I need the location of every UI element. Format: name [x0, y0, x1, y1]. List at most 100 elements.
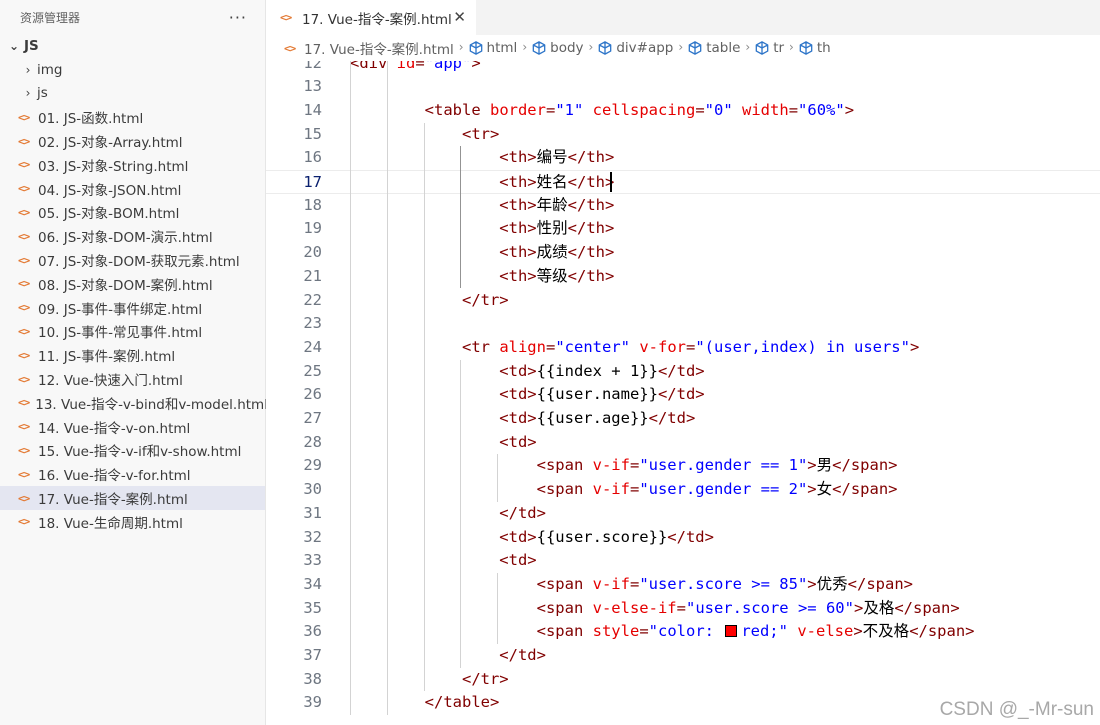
code-text: <span v-else-if="user.score >= 60">及格</s… [350, 597, 960, 621]
breadcrumb-th[interactable]: th [799, 40, 831, 56]
code-line: 32 <td>{{user.score}}</td> [266, 526, 1100, 550]
code-text: <th>等级</th> [350, 265, 614, 289]
code-token: {{user.name}} [536, 385, 658, 404]
file-item[interactable]: <>06. JS-对象-DOM-演示.html [0, 224, 265, 248]
file-item[interactable]: <>02. JS-对象-Array.html [0, 129, 265, 153]
line-number: 13 [303, 77, 322, 96]
code-token: 等级 [536, 266, 568, 285]
breadcrumb-table[interactable]: table [688, 40, 740, 56]
line-number: 34 [303, 574, 322, 593]
code-line: 16 <th>编号</th> [266, 146, 1100, 170]
file-label: 09. JS-事件-事件绑定.html [38, 301, 203, 318]
file-item[interactable]: <>09. JS-事件-事件绑定.html [0, 296, 265, 320]
code-token: > [853, 598, 864, 617]
file-item[interactable]: <>05. JS-对象-BOM.html [0, 201, 265, 225]
file-item[interactable]: <>12. Vue-快速入门.html [0, 367, 265, 391]
line-number: 21 [303, 266, 322, 285]
file-label: 04. JS-对象-JSON.html [38, 182, 182, 199]
more-actions-icon[interactable]: ··· [228, 7, 247, 27]
code-token: <div [350, 61, 397, 72]
breadcrumb-symbol-label: th [816, 40, 831, 56]
code-token: </table> [350, 693, 500, 712]
file-item[interactable]: <>16. Vue-指令-v-for.html [0, 462, 265, 486]
code-token: = [788, 100, 799, 119]
file-item[interactable]: <>03. JS-对象-String.html [0, 153, 265, 177]
code-token: <th> [350, 173, 537, 191]
file-label: 07. JS-对象-DOM-获取元素.html [38, 254, 240, 271]
code-token: 男 [816, 456, 833, 475]
code-token: "user.gender == 1" [639, 456, 808, 475]
indent-guide [497, 572, 499, 644]
folder-img[interactable]: ›img [0, 58, 265, 82]
file-item[interactable]: <>15. Vue-指令-v-if和v-show.html [0, 439, 265, 463]
code-token: {{user.score}} [536, 527, 668, 546]
file-item[interactable]: <> 04. JS-对象-JSON.html [0, 177, 265, 201]
breadcrumb-body[interactable]: body [532, 40, 584, 56]
symbol-cube-icon [755, 41, 769, 55]
code-line: 27 <td>{{user.age}}</td> [266, 407, 1100, 431]
code-token: <td> [350, 432, 537, 451]
file-item[interactable]: <>01. JS-函数.html [0, 105, 265, 129]
breadcrumb-symbol-label: table [706, 40, 741, 56]
code-token: "user.gender == 2" [639, 480, 808, 499]
code-text: </td> [350, 644, 546, 668]
code-text: </tr> [350, 668, 509, 692]
indent-guide [497, 454, 499, 502]
line-number: 35 [303, 598, 322, 617]
code-line: 29 <span v-if="user.gender == 1">男</span… [266, 454, 1100, 478]
code-token: 不及格 [862, 622, 910, 641]
breadcrumb-html[interactable]: html [469, 40, 517, 56]
html-file-icon: <> [18, 420, 30, 434]
code-text: <th>编号</th> [350, 146, 614, 170]
html-file-icon: <> [18, 182, 30, 196]
code-token: <span [350, 574, 593, 593]
explorer-header: 资源管理器 ··· [0, 0, 265, 34]
code-token: <th> [350, 219, 537, 238]
chevron-down-icon: ⌄ [8, 38, 20, 53]
indent-guide [423, 122, 425, 692]
html-file-icon: <> [18, 324, 30, 338]
code-token: width [742, 100, 789, 119]
code-line: 20 <th>成绩</th> [266, 241, 1100, 265]
code-token: <td> [350, 385, 537, 404]
file-label: 11. JS-事件-案例.html [38, 349, 176, 366]
folder-label: img [37, 61, 63, 78]
html-file-icon: <> [18, 515, 30, 529]
file-item[interactable]: <>11. JS-事件-案例.html [0, 343, 265, 367]
tab-active-file[interactable]: <> 17. Vue-指令-案例.html ✕ [266, 0, 476, 35]
line-number: 39 [303, 693, 322, 712]
code-token: </th> [567, 148, 615, 167]
code-token: </td> [648, 409, 696, 427]
line-number: 24 [303, 337, 322, 356]
breadcrumb-file[interactable]: <> 17. Vue-指令-案例.html [284, 38, 454, 59]
code-token: "app" [424, 61, 472, 72]
file-item[interactable]: <>07. JS-对象-DOM-获取元素.html [0, 248, 265, 272]
file-item[interactable]: <>18. Vue-生命周期.html [0, 510, 265, 534]
file-label: 13. Vue-指令-v-bind和v-model.html [35, 396, 268, 413]
code-text: <th>性别</th> [350, 217, 614, 241]
line-number: 33 [303, 551, 322, 570]
breadcrumb-tr[interactable]: tr [755, 40, 784, 56]
code-token: "1" [555, 100, 584, 119]
close-icon[interactable]: ✕ [453, 8, 466, 26]
color-swatch-icon[interactable] [725, 625, 738, 638]
breadcrumb-file-label: 17. Vue-指令-案例.html [304, 42, 454, 58]
folder-js[interactable]: ›js [0, 82, 265, 106]
file-item[interactable]: <>17. Vue-指令-案例.html [0, 486, 265, 510]
file-item[interactable]: <>13. Vue-指令-v-bind和v-model.html [0, 391, 268, 415]
symbol-cube-icon [688, 41, 702, 55]
breadcrumb-separator-icon: › [522, 40, 528, 54]
breadcrumb-div#app[interactable]: div#app [598, 40, 673, 56]
code-token: 年龄 [536, 195, 568, 214]
code-token: </span> [909, 622, 975, 641]
code-token: style [592, 622, 640, 641]
line-number: 16 [303, 148, 322, 167]
tab-bar: <> 17. Vue-指令-案例.html ✕ [266, 0, 1100, 35]
file-item[interactable]: <>08. JS-对象-DOM-案例.html [0, 272, 265, 296]
file-item[interactable]: <>14. Vue-指令-v-on.html [0, 415, 265, 439]
folder-root-js[interactable]: ⌄ JS [0, 34, 265, 58]
file-item[interactable]: <>10. JS-事件-常见事件.html [0, 320, 265, 344]
code-line: 33 <td> [266, 549, 1100, 573]
editor-group: <> 17. Vue-指令-案例.html ✕ <> 17. Vue-指令-案例… [266, 0, 1100, 725]
